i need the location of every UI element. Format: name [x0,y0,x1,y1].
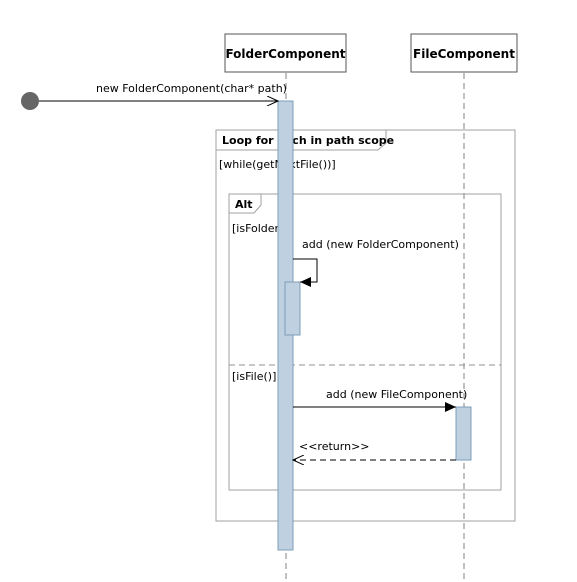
start-dot [21,92,39,110]
alt-fragment: Alt [isFolder()] [isFile()] [228,193,502,491]
alt-guard-is-folder: [isFolder()] [232,222,292,235]
return-message-label: <<return>> [299,440,370,453]
create-message-label: new FolderComponent(char* path) [96,82,287,95]
alt-guard-is-file: [isFile()] [232,370,276,383]
lifeline-label: FolderComponent [225,47,345,61]
lifeline-label: FileComponent [413,47,515,61]
lifeline-file-component: FileComponent [410,33,518,73]
add-file-message-label: add (new FileComponent) [326,388,467,401]
lifeline-folder-component: FolderComponent [224,33,347,73]
folder-nested-activation-bar [284,281,301,336]
self-message-arrow [293,258,318,287]
add-folder-message-label: add (new FolderComponent) [302,238,459,251]
loop-title: Loop for each in path scope [222,134,394,147]
loop-fragment: Loop for each in path scope [while(getNe… [215,129,516,522]
file-activation-bar [455,406,472,461]
alt-title: Alt [235,198,253,211]
loop-guard: [while(getNextFile())] [219,158,336,171]
